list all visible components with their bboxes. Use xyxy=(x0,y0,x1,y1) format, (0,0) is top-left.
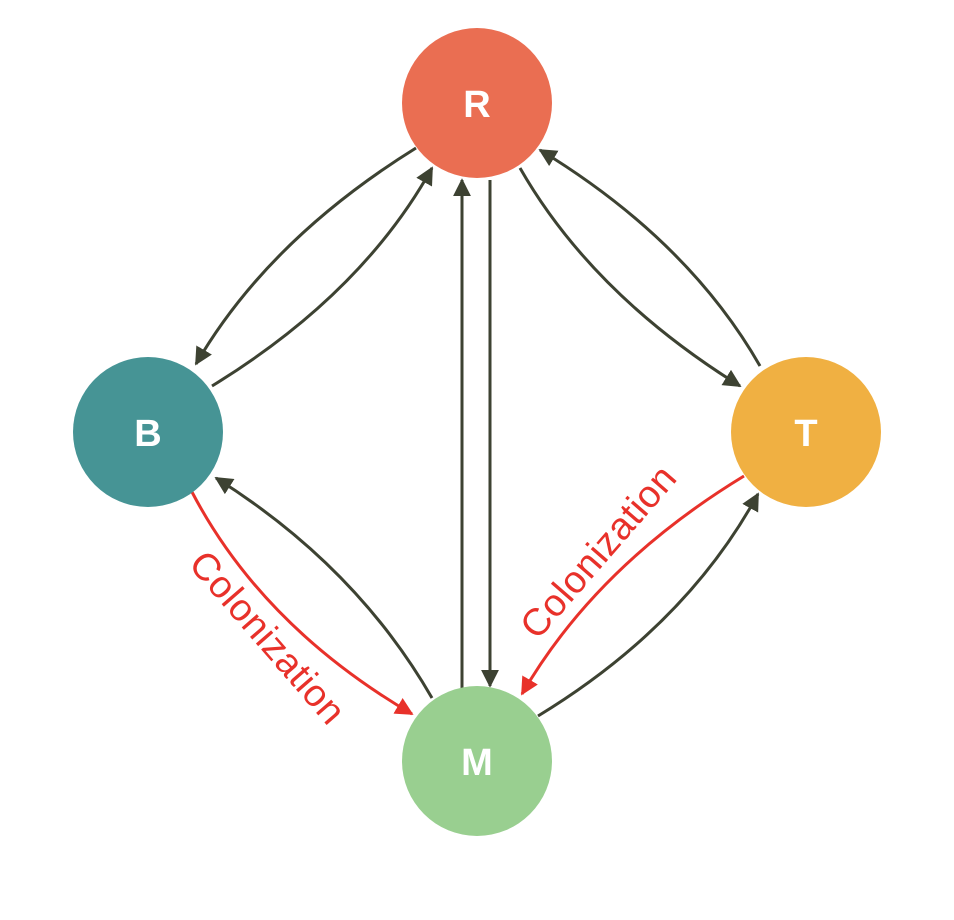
edge-b-to-r xyxy=(211,166,434,388)
edge-m-to-b xyxy=(214,476,434,699)
edge-t-to-m-colonization xyxy=(520,474,745,696)
node-t-circle xyxy=(731,357,881,507)
edge-r-to-b xyxy=(194,146,417,366)
edge-t-to-r xyxy=(538,148,762,367)
node-r-circle xyxy=(402,28,552,178)
node-m-circle xyxy=(402,686,552,836)
node-r-label: R xyxy=(463,84,490,126)
node-m-label: M xyxy=(461,742,493,784)
colonization-label-left: Colonization xyxy=(181,543,354,733)
node-b-circle xyxy=(73,357,223,507)
edge-b-to-m-colonization xyxy=(190,491,414,716)
node-t-label: T xyxy=(794,413,817,455)
colonization-label-right: Colonization xyxy=(513,457,686,647)
edge-labels: Colonization Colonization xyxy=(181,457,686,733)
node-b-label: B xyxy=(134,413,161,455)
node-b: B xyxy=(73,357,223,507)
edge-r-to-t xyxy=(518,167,742,388)
edges xyxy=(190,146,762,718)
node-t: T xyxy=(731,357,881,507)
node-r: R xyxy=(402,28,552,178)
node-m: M xyxy=(402,686,552,836)
edge-m-to-t xyxy=(537,492,760,718)
